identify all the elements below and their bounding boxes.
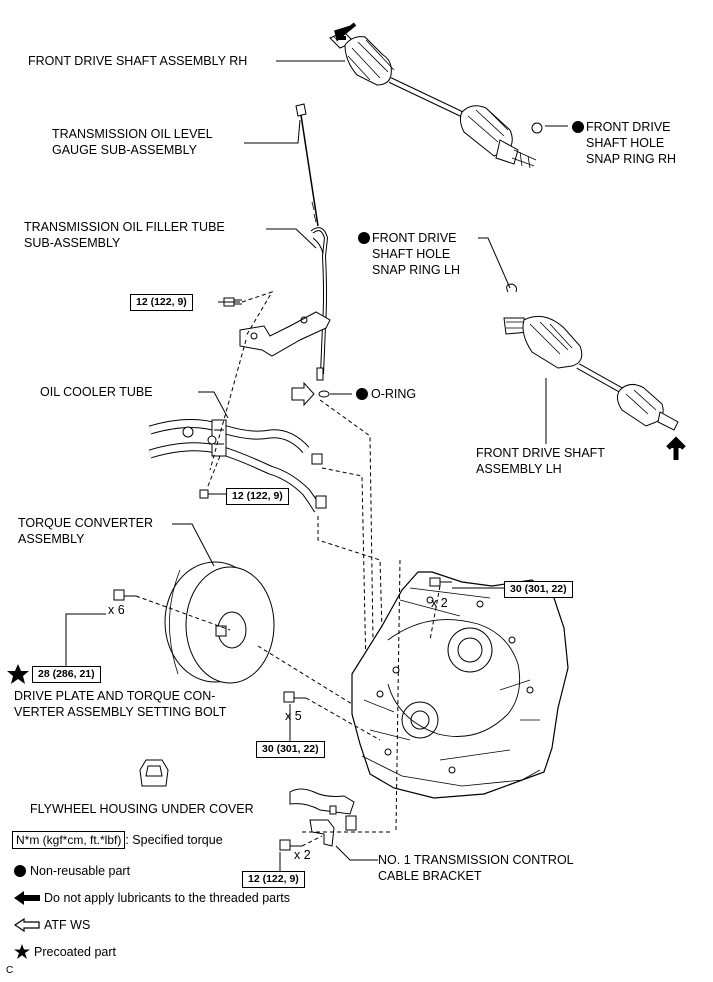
torque-spec-filler-bolt: 12 (122, 9) bbox=[130, 294, 193, 311]
label-oil-cooler-tube: OIL COOLER TUBE bbox=[40, 385, 153, 399]
oil-filler-tube bbox=[310, 227, 329, 381]
no-lube-arrow-icon bbox=[14, 891, 40, 905]
legend-no-lube: Do not apply lubricants to the threaded … bbox=[14, 891, 290, 905]
label-torque-converter: TORQUE CONVERTER ASSEMBLY bbox=[18, 516, 153, 546]
oil-level-gauge bbox=[295, 103, 319, 227]
label-rh-snap-ring: FRONT DRIVE SHAFT HOLE SNAP RING RH bbox=[586, 120, 677, 166]
oil-cooler-tube bbox=[148, 418, 327, 513]
qty-transaxle-side: x 5 bbox=[285, 709, 302, 723]
no-lube-arrow-rh bbox=[334, 22, 357, 42]
setting-bolt bbox=[113, 589, 136, 601]
nonreusable-dot-oring bbox=[356, 388, 368, 400]
atf-arrow bbox=[291, 381, 315, 407]
nonreusable-dot-icon bbox=[14, 865, 26, 877]
transaxle-assembly bbox=[351, 571, 569, 799]
torque-converter bbox=[164, 561, 275, 684]
legend-torque-unit-box: N*m (kgf*cm, ft.*lbf) bbox=[12, 831, 126, 849]
corner-code: C bbox=[6, 965, 14, 976]
label-rh-drive-shaft: FRONT DRIVE SHAFT ASSEMBLY RH bbox=[28, 54, 248, 68]
star-icon bbox=[14, 944, 30, 959]
label-o-ring: O-RING bbox=[371, 387, 417, 401]
torque-spec-cooler-bolt: 12 (122, 9) bbox=[226, 488, 289, 505]
label-oil-filler-tube: TRANSMISSION OIL FILLER TUBE SUB-ASSEMBL… bbox=[24, 220, 225, 250]
label-lh-snap-ring: FRONT DRIVE SHAFT HOLE SNAP RING LH bbox=[372, 231, 460, 277]
label-under-cover: FLYWHEEL HOUSING UNDER COVER bbox=[30, 802, 254, 816]
label-oil-level-gauge: TRANSMISSION OIL LEVEL GAUGE SUB-ASSEMBL… bbox=[52, 127, 213, 157]
no-lube-arrow-lh bbox=[666, 436, 686, 460]
legend-atf: ATF WS bbox=[14, 918, 90, 932]
label-control-bracket: NO. 1 TRANSMISSION CONTROL CABLE BRACKET bbox=[378, 853, 574, 883]
under-cover-part bbox=[139, 759, 169, 787]
torque-spec-bracket-bolt: 12 (122, 9) bbox=[242, 871, 305, 888]
torque-spec-transaxle-upper: 30 (301, 22) bbox=[504, 581, 573, 598]
bolt-transaxle-upper bbox=[429, 577, 452, 587]
lh-drive-shaft bbox=[503, 315, 679, 431]
label-setting-bolt: DRIVE PLATE AND TORQUE CON- VERTER ASSEM… bbox=[14, 689, 227, 719]
legend-atf-text: ATF WS bbox=[44, 918, 91, 932]
rh-drive-shaft bbox=[329, 31, 543, 169]
atf-arrow-icon bbox=[14, 918, 40, 932]
torque-spec-setting-bolt: 28 (286, 21) bbox=[32, 666, 101, 683]
lh-snap-ring bbox=[506, 283, 517, 293]
nonreusable-dot-lh bbox=[358, 232, 370, 244]
o-ring-part bbox=[318, 390, 330, 398]
bolt-bracket bbox=[279, 839, 302, 851]
nonreusable-dot-rh bbox=[572, 121, 584, 133]
control-cable-bracket bbox=[289, 788, 357, 847]
filler-tube-bracket bbox=[239, 311, 331, 357]
qty-transaxle-upper: x 2 bbox=[431, 596, 448, 610]
legend-specified-torque: N*m (kgf*cm, ft.*lbf) : Specified torque bbox=[12, 831, 223, 849]
legend-nonreusable: Non-reusable part bbox=[14, 864, 130, 878]
qty-bracket-bolt: x 2 bbox=[294, 848, 311, 862]
torque-spec-transaxle-side: 30 (301, 22) bbox=[256, 741, 325, 758]
qty-setting-bolt: x 6 bbox=[108, 603, 125, 617]
legend-torque-text: : Specified torque bbox=[125, 833, 223, 847]
label-lh-drive-shaft: FRONT DRIVE SHAFT ASSEMBLY LH bbox=[476, 446, 605, 476]
legend-precoated: Precoated part bbox=[14, 944, 116, 960]
bolt-cooler-tube bbox=[199, 489, 226, 499]
legend-precoated-text: Precoated part bbox=[34, 945, 116, 959]
bolt-transaxle-side bbox=[283, 691, 306, 703]
legend-no-lube-text: Do not apply lubricants to the threaded … bbox=[44, 891, 290, 905]
precoated-star bbox=[7, 664, 29, 684]
legend-nonreusable-text: Non-reusable part bbox=[30, 864, 131, 878]
